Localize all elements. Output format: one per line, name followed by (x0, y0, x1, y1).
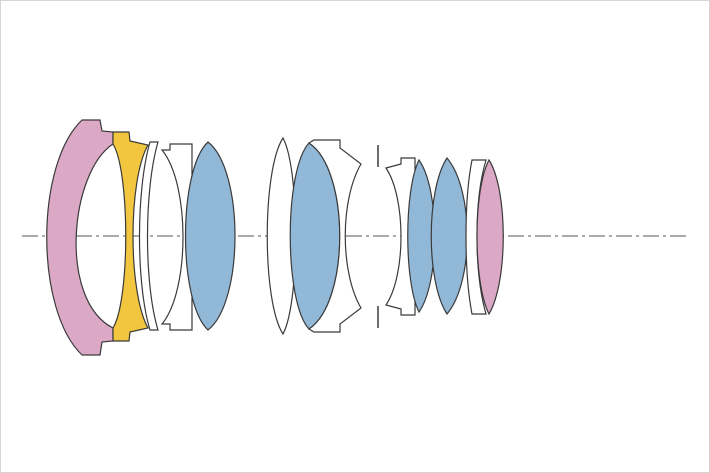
lens-element-8 (307, 139, 362, 333)
lens-element-1 (46, 119, 114, 356)
lens-element-3 (138, 141, 159, 331)
lens-element-5 (185, 141, 236, 331)
lens-element-11 (430, 156, 468, 316)
lens-element-2 (112, 131, 149, 342)
lens-element-4 (160, 143, 193, 331)
lens-element-13 (476, 158, 504, 316)
lens-element-10 (407, 158, 436, 314)
